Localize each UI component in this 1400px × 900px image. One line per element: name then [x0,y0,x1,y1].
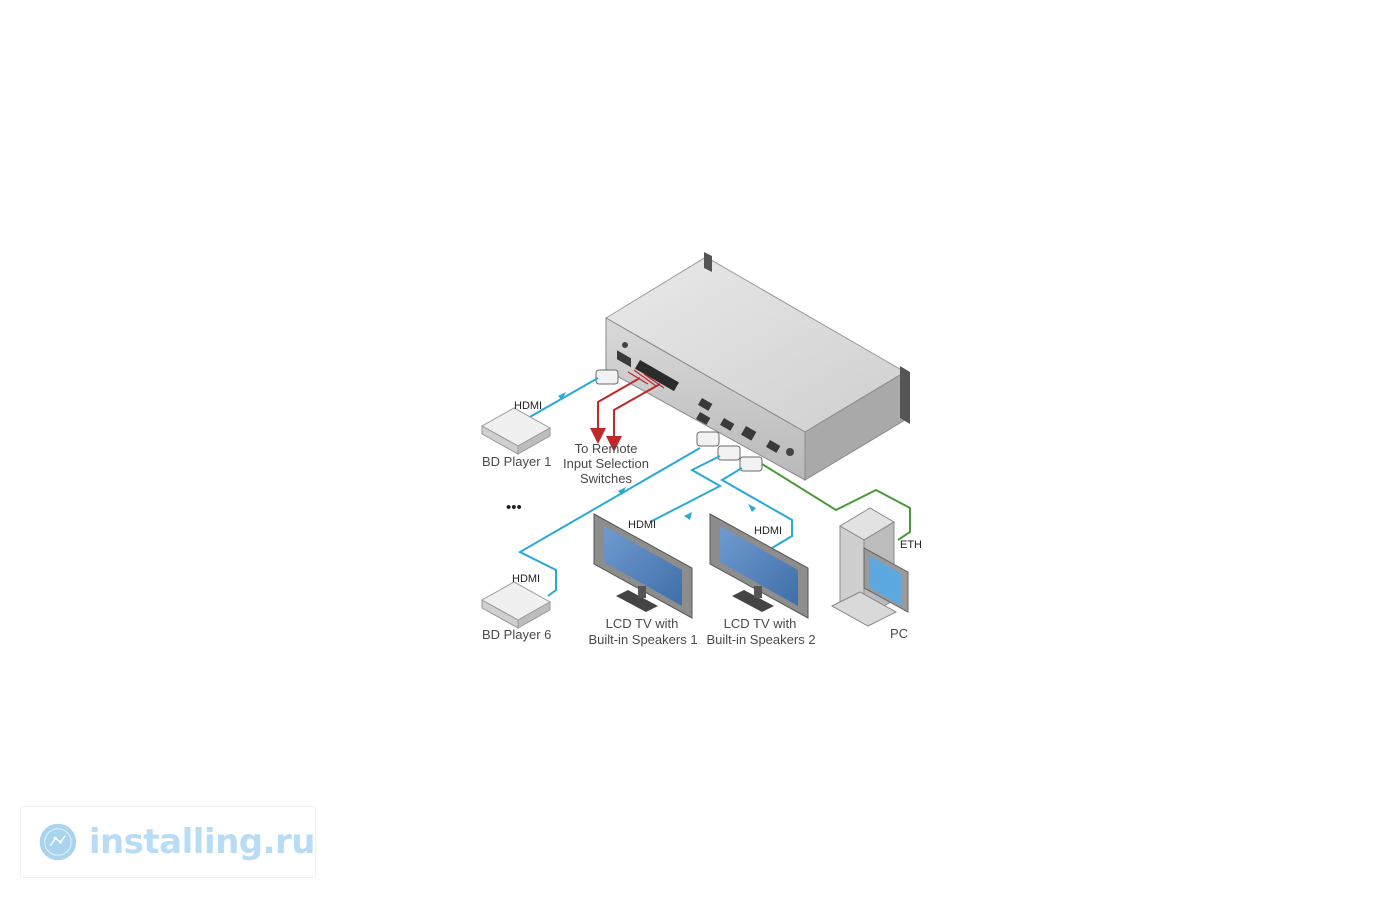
bd-player-1 [480,407,552,455]
watermark-text: installing.ru [88,822,316,862]
watermark: installing.ru [20,806,316,878]
tv2-label-line2: Built-in Speakers 2 [706,632,815,647]
remote-wires [590,369,665,452]
pc-label: PC [890,626,908,641]
remote-label-line1: To Remote [575,441,638,456]
rear-ports [617,342,794,456]
hdmi-label-4: HDMI [512,573,540,585]
eth-cable [761,463,911,541]
remote-label-line3: Switches [580,471,633,486]
hdmi-label-3: HDMI [754,525,782,537]
lcd-tv-2 [709,513,809,619]
hdmi-label-1: HDMI [514,400,542,412]
bd-player-6 [480,581,552,629]
remote-label-line2: Input Selection [563,456,649,471]
bd-player-1-label: BD Player 1 [482,454,551,469]
tv2-label-line1: LCD TV with [724,616,797,631]
hdmi-label-2: HDMI [628,519,656,531]
tv1-label-line1: LCD TV with [606,616,679,631]
bd-player-6-label: BD Player 6 [482,627,551,642]
tv1-label-line2: Built-in Speakers 1 [588,632,697,647]
ellipsis-label: ••• [506,499,522,516]
pc [830,507,909,627]
installing-logo-icon [39,823,77,861]
lcd-tv-1 [593,513,693,619]
switcher-unit [595,252,910,481]
eth-label: ETH [900,539,922,551]
hdmi-connectors [595,369,763,472]
cable-arrows [558,392,756,520]
